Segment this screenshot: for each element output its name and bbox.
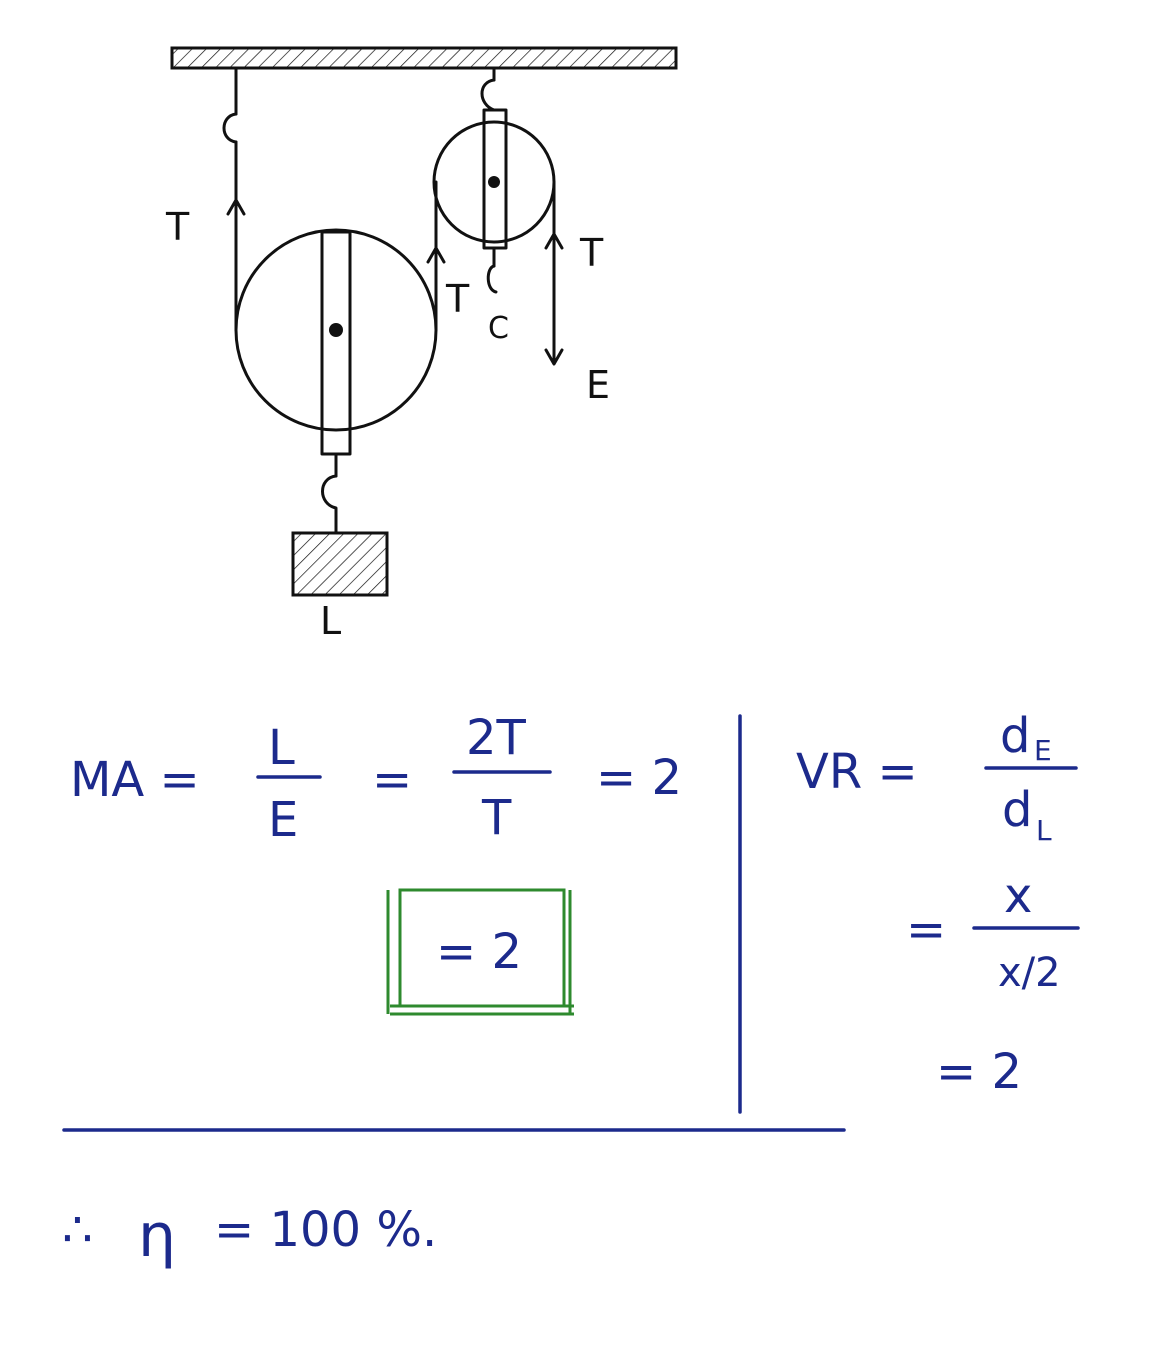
- middle-rope: [426, 180, 446, 332]
- tension-label-mid: T: [445, 277, 470, 321]
- small-hook-icon: [486, 264, 498, 294]
- ma-eq1: =: [372, 752, 412, 808]
- vr-eq2: =: [906, 902, 946, 958]
- tension-label-left: T: [165, 205, 190, 249]
- vr-frac1-den: d: [1002, 782, 1032, 838]
- left-arrow-icon: [226, 198, 246, 216]
- therefore-symbol: ∴: [62, 1202, 93, 1258]
- ma-frac2-den: T: [481, 790, 512, 846]
- effort-arrow-icon: [544, 348, 564, 366]
- effort-label: E: [586, 363, 610, 407]
- ceiling: [170, 46, 678, 70]
- ma-frac1-num: L: [268, 720, 295, 776]
- vr-frac2-den: x/2: [998, 950, 1061, 996]
- left-rope: [222, 66, 246, 332]
- pulley-diagram: T T T C E L: [165, 46, 678, 643]
- efficiency-symbol: η: [138, 1201, 176, 1271]
- conclusion: ∴ η = 100 %.: [62, 1201, 437, 1271]
- ma-working: MA = L E = 2T T = 2 = 2: [70, 710, 682, 1016]
- movable-pulley: [234, 228, 438, 534]
- vr-working: VR = d E d L = x x/2 = 2: [796, 708, 1080, 1100]
- middle-arrow-icon: [426, 246, 446, 264]
- hook-label: C: [488, 311, 509, 346]
- ma-boxed-result: = 2: [436, 924, 522, 980]
- ma-result: = 2: [596, 750, 682, 806]
- effort-rope: [544, 180, 564, 366]
- fixed-pulley: [432, 66, 556, 294]
- ma-lhs: MA =: [70, 752, 200, 808]
- load-block: [291, 531, 389, 597]
- efficiency-statement: = 100 %.: [214, 1202, 437, 1258]
- load-hook-icon: [321, 474, 338, 534]
- ma-frac1-den: E: [268, 792, 298, 848]
- vr-frac1-num: d: [1000, 708, 1030, 764]
- left-hook-icon: [222, 112, 238, 144]
- tension-label-right: T: [579, 231, 604, 275]
- vr-frac2-num: x: [1004, 868, 1032, 924]
- vr-lhs: VR =: [796, 744, 918, 800]
- load-label: L: [320, 599, 341, 643]
- vr-result: = 2: [936, 1044, 1022, 1100]
- vr-frac1-den-sub: L: [1036, 814, 1052, 847]
- right-arrow-icon: [544, 232, 564, 250]
- ma-frac2-num: 2T: [466, 710, 527, 766]
- fixed-hook-icon: [480, 78, 496, 112]
- vr-frac1-num-sub: E: [1034, 734, 1052, 767]
- ma-answer-box: = 2: [386, 888, 574, 1016]
